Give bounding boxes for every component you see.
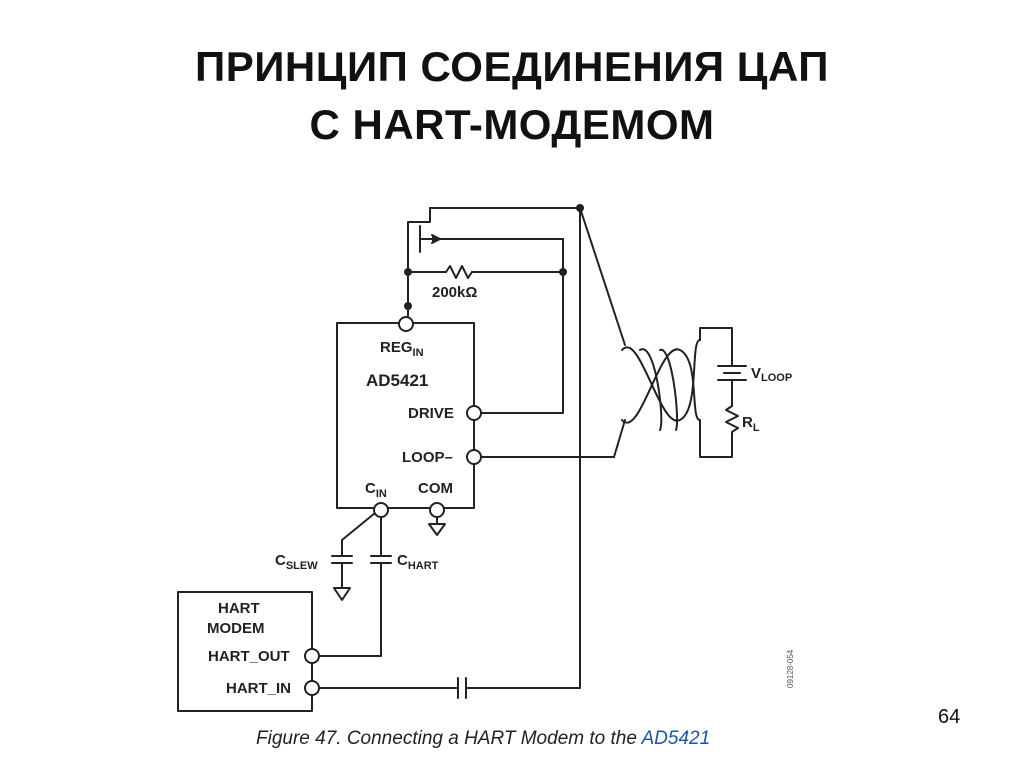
regin-label: REGIN: [380, 339, 424, 359]
resistor-200k: [445, 265, 473, 279]
junction-dot-resistor: [404, 268, 412, 276]
twisted-coil-a: [621, 339, 701, 422]
chart-label: CHART: [397, 552, 439, 572]
loop-label: LOOP–: [402, 449, 453, 466]
twisted-coil-c: [639, 348, 663, 431]
com-label: COM: [418, 480, 453, 497]
title-line-1: ПРИНЦИП СОЕДИНЕНИЯ ЦАП: [195, 43, 829, 90]
dac-chip-body: [336, 322, 475, 509]
figure-code: 09128-054: [786, 649, 795, 688]
pin-com: [429, 502, 445, 518]
pin-hart-in: [304, 680, 320, 696]
cslew-ground-symbol: [333, 587, 351, 601]
slide-title: ПРИНЦИП СОЕДИНЕНИЯ ЦАП С HART-МОДЕМОМ: [0, 38, 1024, 154]
figure-caption: Figure 47. Connecting a HART Modem to th…: [256, 728, 710, 750]
cin-to-cslew-wire: [341, 512, 376, 557]
coupling-cap-rail-wire: [465, 207, 581, 689]
drive-feedback-wire: [480, 238, 564, 414]
pin-regin: [398, 316, 414, 332]
page-number: 64: [938, 706, 961, 728]
loop-bottom-wire: [699, 419, 733, 458]
twisted-coil-b: [621, 348, 701, 424]
pin-hart-out: [304, 648, 320, 664]
cslew-label: CSLEW: [275, 552, 318, 572]
modem-title-line-2: MODEM: [207, 620, 265, 637]
junction-dot-gate: [559, 268, 567, 276]
junction-dot-regin: [404, 302, 412, 310]
mosfet-arrow: [431, 234, 441, 244]
twisted-pair-lower: [613, 419, 626, 458]
chart-to-modem-wire: [318, 562, 382, 657]
pin-drive: [466, 405, 482, 421]
com-ground-symbol: [428, 523, 446, 536]
twisted-pair-upper: [579, 207, 626, 346]
caption-link[interactable]: AD5421: [641, 728, 711, 749]
title-line-2: С HART-МОДЕМОМ: [309, 101, 715, 148]
hart-in-label: HART_IN: [226, 680, 291, 697]
cin-label: CIN: [365, 480, 387, 500]
hart-out-label: HART_OUT: [208, 648, 290, 665]
vloop-label: VLOOP: [751, 365, 792, 384]
loop-top-wire: [699, 327, 733, 367]
chip-name-label: AD5421: [366, 371, 428, 390]
rl-label: RL: [742, 414, 760, 434]
resistor-label: 200kΩ: [432, 284, 477, 301]
resistor-rl: [725, 405, 739, 437]
caption-text: Figure 47. Connecting a HART Modem to th…: [256, 728, 642, 749]
junction-dot-top: [576, 204, 584, 212]
twisted-coil-d: [659, 349, 679, 431]
pin-cin: [373, 502, 389, 518]
drive-label: DRIVE: [408, 405, 454, 422]
pin-loop: [466, 449, 482, 465]
modem-title-line-1: HART: [218, 600, 260, 617]
